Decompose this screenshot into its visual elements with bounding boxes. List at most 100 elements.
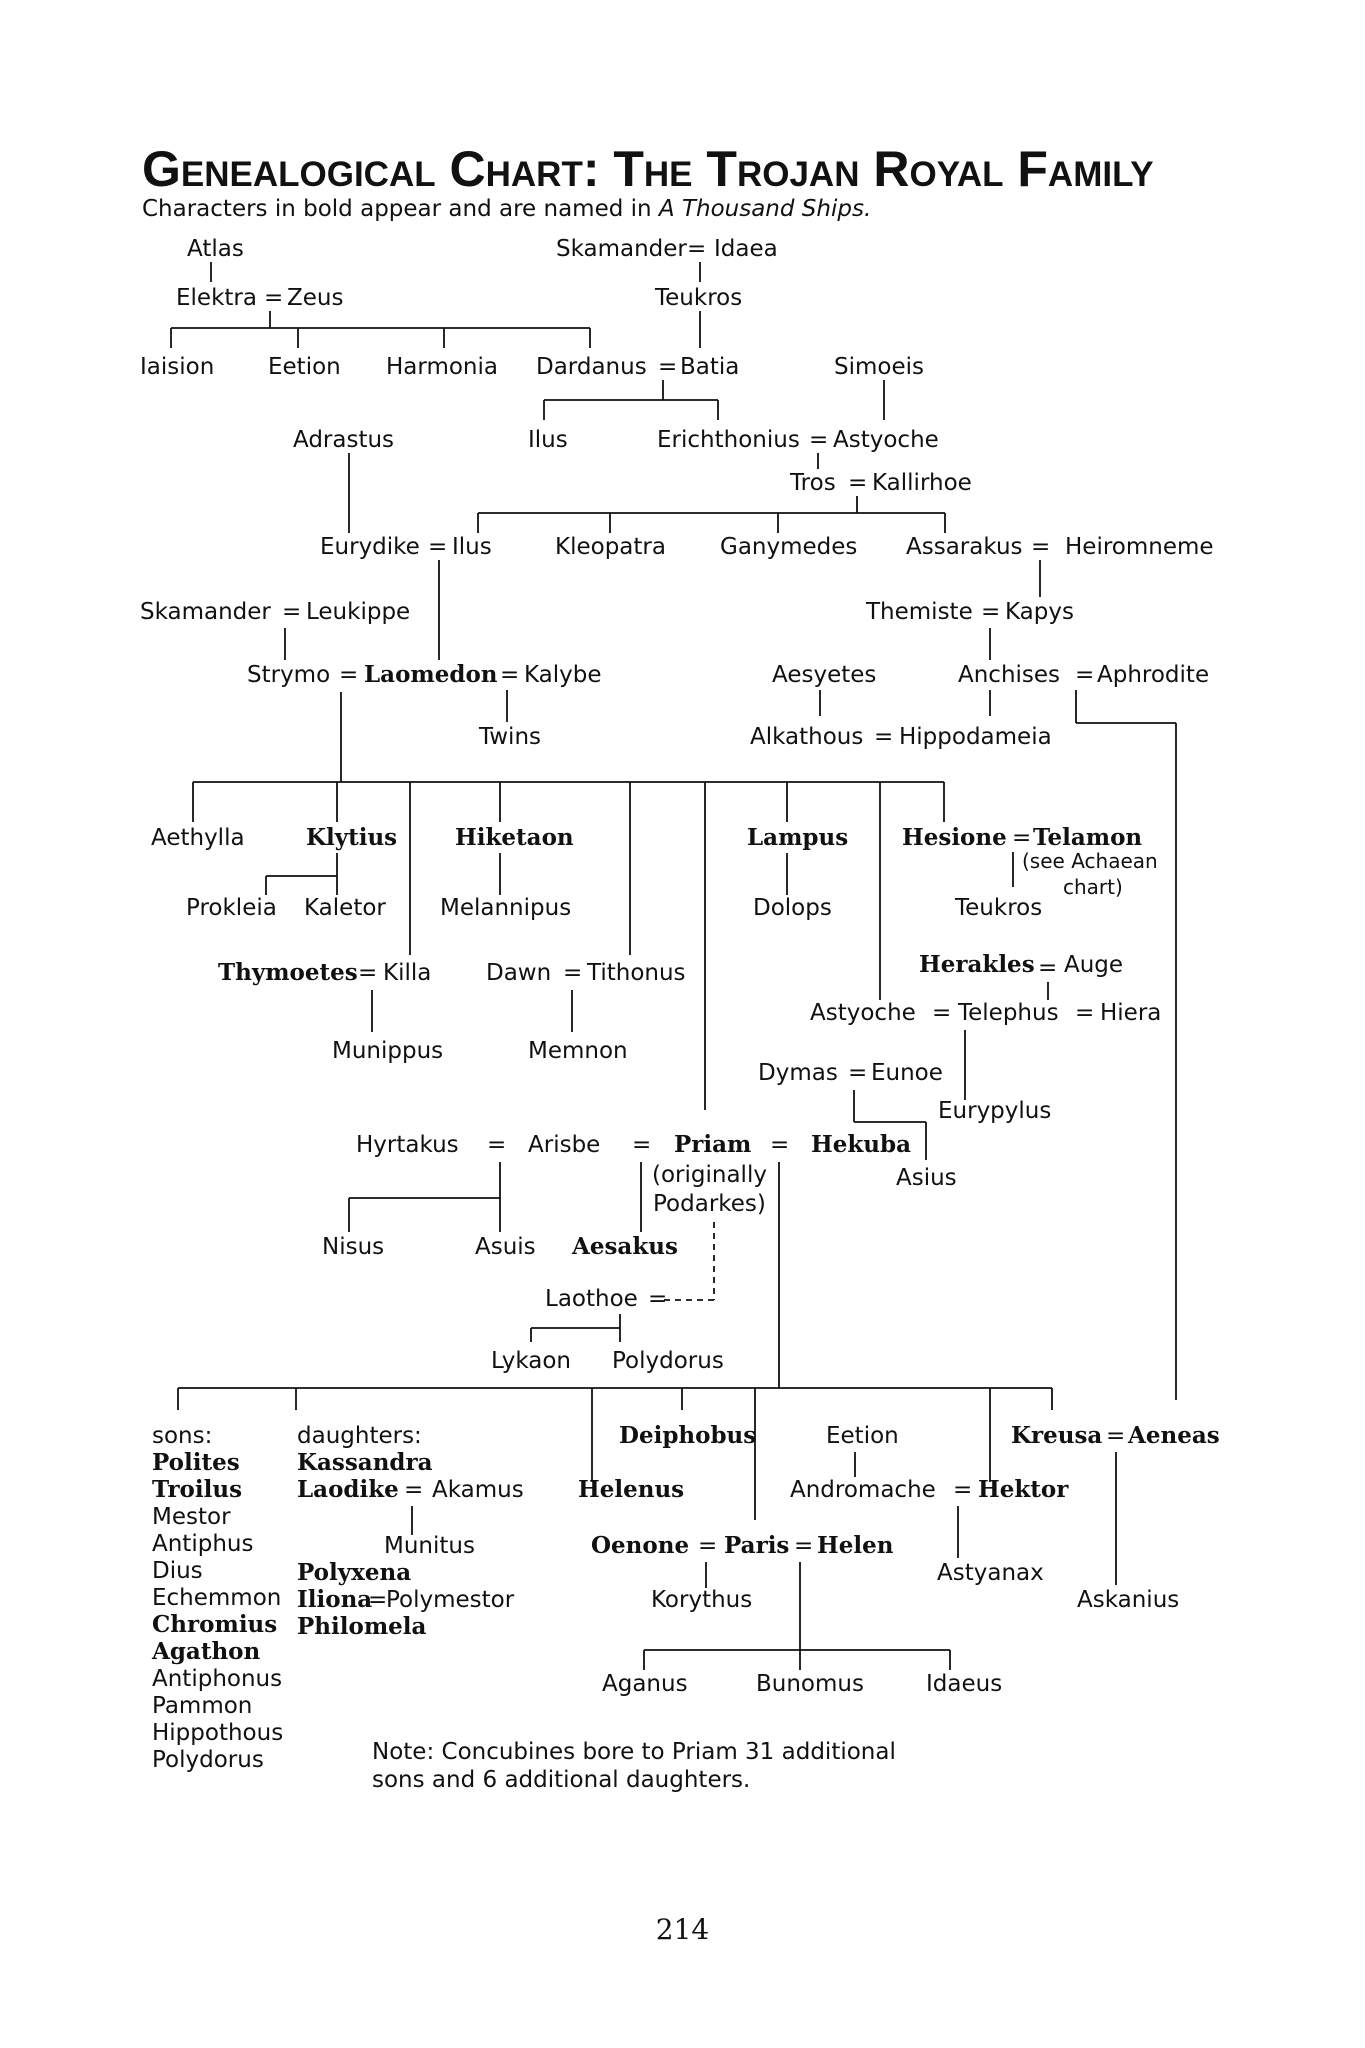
person-dolops: Dolops [753,895,832,921]
person-kaletor: Kaletor [304,895,386,921]
person-auge: Auge [1064,952,1123,978]
person-dawn: Dawn [486,960,551,986]
person-idaea: Idaea [714,236,778,262]
marriage-sign: = [1075,662,1094,688]
person-polymestor: Polymestor [386,1587,515,1613]
person-kallirhoe: Kallirhoe [872,470,972,496]
subtitle: Characters in bold appear and are named … [142,196,871,222]
marriage-sign: = [874,724,893,750]
person-assarakus: Assarakus [906,534,1023,560]
person-korythus: Korythus [651,1587,752,1613]
person-aesakus: Aesakus [571,1233,678,1260]
person-heiromneme: Heiromneme [1065,534,1214,560]
marriage-sign: = [500,662,519,688]
son-list-item: Pammon [152,1693,252,1719]
person-erichthonius: Erichthonius [657,427,800,453]
person-kalybe: Kalybe [524,662,602,688]
person-hyrtakus: Hyrtakus [356,1132,459,1158]
person-thymoetes: Thymoetes [218,959,358,986]
marriage-sign: = [428,534,447,560]
person-astyoche-2: Astyoche [810,1000,916,1026]
person-eurypylus: Eurypylus [938,1098,1051,1124]
person-teukros-1: Teukros [654,285,742,311]
person-nisus: Nisus [322,1234,384,1260]
person-aeneas: Aeneas [1127,1422,1220,1449]
marriage-sign: = [1075,1000,1094,1026]
marriage-sign: = [932,1000,951,1026]
marriage-sign: = [358,960,377,986]
marriage-sign: = [1038,955,1057,981]
marriage-sign: = [404,1477,423,1503]
person-alkathous: Alkathous [750,724,863,750]
daughter-philomela: Philomela [297,1613,427,1640]
page-number: 214 [655,1913,710,1946]
marriage-sign: = [953,1477,972,1503]
person-elektra: Elektra [176,285,257,311]
person-hiketaon: Hiketaon [455,824,574,851]
person-atlas: Atlas [187,236,244,262]
person-bunomus: Bunomus [756,1671,864,1697]
person-kreusa: Kreusa [1011,1422,1102,1449]
subtitle-text: Characters in bold appear and are named … [142,196,659,222]
person-leukippe: Leukippe [306,599,410,625]
person-twins: Twins [478,724,541,750]
marriage-sign: = [848,1060,867,1086]
person-priam: Priam [674,1131,751,1158]
sons-label: sons: [152,1423,212,1449]
person-aganus: Aganus [602,1671,688,1697]
son-list-item: Antiphonus [152,1666,282,1692]
person-ilus-1: Ilus [528,427,568,453]
person-laomedon: Laomedon [364,661,498,688]
person-paris: Paris [724,1532,789,1559]
person-killa: Killa [383,960,431,986]
person-telamon: Telamon [1033,824,1142,851]
person-laothoe: Laothoe [545,1286,638,1312]
marriage-sign: = [848,470,867,496]
son-list-item: Agathon [151,1638,261,1665]
person-prokleia: Prokleia [186,895,277,921]
see-achaean-note: (see Achaean [1022,849,1158,873]
marriage-sign: = [339,662,358,688]
person-askanius: Askanius [1077,1587,1179,1613]
person-memnon: Memnon [528,1038,628,1064]
marriage-sign: = [368,1587,387,1613]
person-tros: Tros [789,470,836,496]
marriage-sign: = [487,1132,506,1158]
person-dardanus: Dardanus [536,354,647,380]
person-aphrodite: Aphrodite [1097,662,1209,688]
person-zeus: Zeus [287,285,343,311]
son-list-item: Mestor [152,1504,231,1530]
marriage-sign: = [648,1286,667,1312]
marriage-sign: = [1106,1423,1125,1449]
marriage-sign: = [658,354,677,380]
person-iaision: Iaision [140,354,214,380]
person-hiera: Hiera [1100,1000,1161,1026]
person-asuis: Asuis [475,1234,536,1260]
person-adrastus: Adrastus [293,427,394,453]
marriage-sign: = [794,1533,813,1559]
person-aethylla: Aethylla [151,825,245,851]
son-list-item: Chromius [152,1611,277,1638]
see-achaean-note: chart) [1063,875,1123,899]
priam-original-name: (originally [652,1162,767,1188]
person-aesyetes: Aesyetes [772,662,876,688]
person-herakles: Herakles [919,951,1035,978]
daughters-label: daughters: [297,1423,422,1449]
son-list-item: Polites [152,1449,240,1476]
person-melannipus: Melannipus [440,895,571,921]
person-anchises: Anchises [958,662,1060,688]
person-eurydike: Eurydike [320,534,420,560]
person-skamander-1: Skamander [556,236,687,262]
person-polydorus-1: Polydorus [612,1348,724,1374]
marriage-sign: = [981,599,1000,625]
person-idaeus: Idaeus [926,1671,1002,1697]
son-list-item: Polydorus [152,1747,264,1773]
person-simoeis: Simoeis [834,354,924,380]
person-batia: Batia [680,354,739,380]
person-helen: Helen [817,1532,894,1559]
marriage-sign: = [264,285,283,311]
person-lykaon: Lykaon [491,1348,571,1374]
sons-list: PolitesTroilusMestorAntiphusDiusEchemmon… [151,1449,283,1773]
